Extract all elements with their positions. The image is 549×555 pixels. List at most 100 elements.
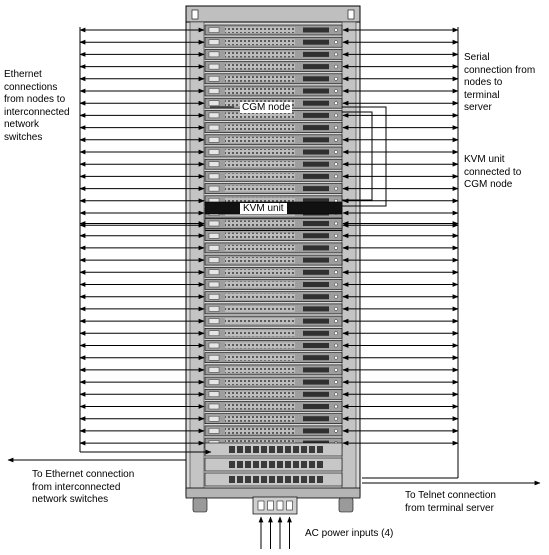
node-ports xyxy=(303,100,329,106)
switch-port xyxy=(309,446,315,453)
node-ports xyxy=(303,318,329,324)
power-inputs xyxy=(252,496,298,549)
node-led xyxy=(334,404,338,409)
node-drive-bay xyxy=(208,281,220,288)
cables xyxy=(7,27,541,486)
network-switch xyxy=(204,457,343,472)
rack-foot-right xyxy=(338,497,354,513)
node-drive-bay xyxy=(208,318,220,324)
node-drive-bay xyxy=(208,391,220,397)
serial-nodes-label: Serial connection from nodes to terminal… xyxy=(464,52,536,113)
node-drive-bay xyxy=(208,100,220,106)
node-vent xyxy=(225,149,295,155)
node-ports xyxy=(303,125,329,131)
node-ports xyxy=(303,137,329,143)
power-socket xyxy=(286,500,293,511)
node-units xyxy=(204,24,343,449)
switch-port xyxy=(301,446,307,453)
node-drive-bay xyxy=(208,39,220,45)
switch-port xyxy=(293,476,299,483)
node-led xyxy=(334,221,338,226)
node-ports xyxy=(303,88,329,94)
node-unit xyxy=(204,122,343,133)
node-led xyxy=(334,233,338,238)
node-ports xyxy=(303,245,329,251)
switch-port xyxy=(261,446,267,453)
node-vent xyxy=(225,51,295,58)
node-led xyxy=(334,429,338,433)
node-led xyxy=(334,246,338,250)
node-ports xyxy=(303,330,329,336)
node-led xyxy=(334,64,338,69)
rack-foot-left xyxy=(192,497,208,513)
switch-port xyxy=(269,446,275,453)
node-unit xyxy=(204,291,343,303)
node-vent xyxy=(225,197,295,204)
kvm-cgm-connector xyxy=(342,106,387,207)
node-ports xyxy=(303,112,329,118)
switch-port xyxy=(309,476,315,483)
node-led xyxy=(334,40,338,45)
kvm-connected-label: KVM unit connected to CGM node xyxy=(464,154,522,190)
node-vent xyxy=(225,330,295,337)
switch-port xyxy=(317,476,323,483)
switch-port xyxy=(293,461,299,468)
telnet-label: To Telnet connection from terminal serve… xyxy=(405,490,496,514)
node-unit xyxy=(204,315,343,327)
node-drive-bay xyxy=(208,88,220,94)
rack-base xyxy=(185,487,361,499)
node-vent xyxy=(225,281,295,288)
node-unit xyxy=(204,266,343,278)
node-unit xyxy=(204,230,343,241)
switch-port xyxy=(261,476,267,483)
network-switch xyxy=(204,442,343,457)
node-led xyxy=(334,319,338,323)
node-led xyxy=(334,89,338,93)
node-unit xyxy=(204,24,343,36)
cgm-node-label: CGM node xyxy=(240,102,293,113)
node-ports xyxy=(303,257,329,263)
switch-port xyxy=(277,476,283,483)
rack-left-rail xyxy=(189,21,205,497)
node-vent xyxy=(225,427,295,434)
switch-port xyxy=(261,461,267,468)
node-drive-bay xyxy=(208,306,220,312)
node-unit xyxy=(204,171,343,182)
node-ports xyxy=(303,282,329,287)
power-socket xyxy=(257,500,265,511)
node-unit xyxy=(204,146,343,158)
switch-port xyxy=(309,461,315,468)
node-led xyxy=(334,331,338,336)
node-led xyxy=(334,343,338,348)
node-vent xyxy=(225,257,295,264)
node-unit xyxy=(204,218,343,229)
node-drive-bay xyxy=(208,173,220,180)
node-vent xyxy=(225,269,295,276)
node-led xyxy=(334,101,338,105)
node-ports xyxy=(303,416,329,422)
node-unit xyxy=(204,85,343,97)
node-led xyxy=(334,125,338,130)
node-ports xyxy=(303,404,329,409)
node-unit xyxy=(204,376,343,388)
switch-units xyxy=(204,442,343,487)
node-led xyxy=(334,294,338,299)
node-led xyxy=(334,150,338,154)
node-unit xyxy=(204,401,343,412)
node-drive-bay xyxy=(208,232,220,239)
node-drive-bay xyxy=(208,367,220,373)
node-unit xyxy=(204,134,343,146)
node-vent xyxy=(225,379,295,386)
node-drive-bay xyxy=(208,27,220,33)
node-drive-bay xyxy=(208,51,220,58)
rack-top-panel xyxy=(185,5,361,23)
node-ports xyxy=(303,269,329,275)
switch-port xyxy=(285,446,291,453)
node-vent xyxy=(225,88,295,94)
node-unit xyxy=(204,352,343,364)
node-led xyxy=(334,137,338,142)
switch-port xyxy=(277,461,283,468)
node-led xyxy=(334,355,338,360)
switch-port xyxy=(237,446,243,453)
node-led xyxy=(334,307,338,311)
